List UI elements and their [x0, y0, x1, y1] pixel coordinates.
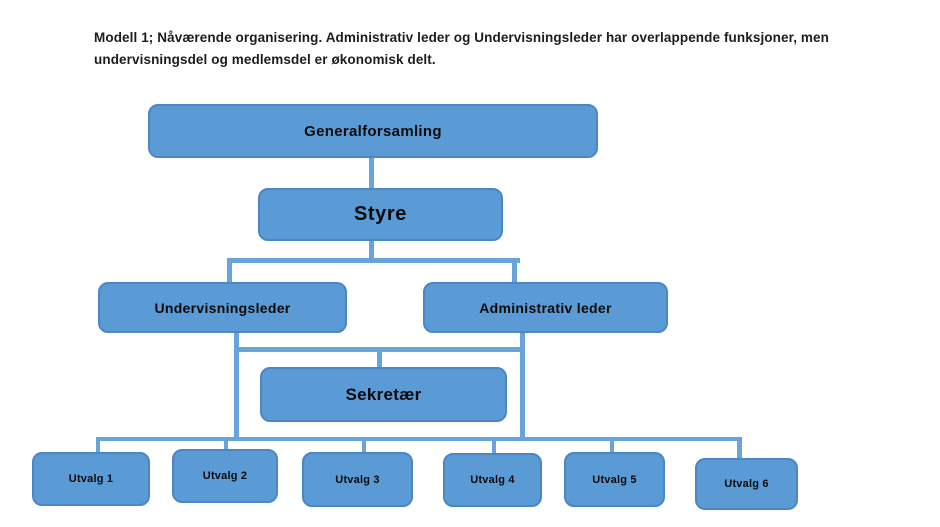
- node-utvalg-3: Utvalg 3: [302, 452, 413, 507]
- node-administrativ-leder: Administrativ leder: [423, 282, 668, 333]
- connector-drop-undervisningsleder: [227, 258, 232, 286]
- node-utvalg-1: Utvalg 1: [32, 452, 150, 506]
- connector-riser-utvalg-5: [610, 437, 614, 455]
- connector-undervisningsleder-downline: [234, 330, 239, 440]
- connector-drop-administrativ-leder: [512, 258, 517, 286]
- connector-riser-utvalg-1: [96, 437, 100, 455]
- connector-riser-utvalg-6: [737, 437, 742, 461]
- node-generalforsamling: Generalforsamling: [148, 104, 598, 158]
- node-utvalg-4: Utvalg 4: [443, 453, 542, 507]
- connector-drop-sekretaer: [377, 347, 382, 371]
- node-sekretaer: Sekretær: [260, 367, 507, 422]
- node-utvalg-6: Utvalg 6: [695, 458, 798, 510]
- caption-line-2: undervisningsdel og medlemsdel er økonom…: [94, 51, 436, 67]
- caption: Modell 1; Nåværende organisering. Admini…: [94, 27, 914, 70]
- node-utvalg-5: Utvalg 5: [564, 452, 665, 507]
- caption-line-1: Modell 1; Nåværende organisering. Admini…: [94, 30, 829, 45]
- node-utvalg-2: Utvalg 2: [172, 449, 278, 503]
- connector-utvalg-rail: [96, 437, 742, 441]
- connector-styre-branch-rail: [227, 258, 520, 263]
- connector-styre-stem: [369, 238, 374, 263]
- connector-riser-utvalg-3: [362, 437, 366, 455]
- connector-administrativ-leder-downline: [520, 330, 525, 440]
- connector-generalforsamling-styre: [369, 155, 374, 193]
- connector-riser-utvalg-4: [492, 437, 496, 455]
- node-undervisningsleder: Undervisningsleder: [98, 282, 347, 333]
- connector-riser-utvalg-2: [224, 437, 228, 452]
- node-styre: Styre: [258, 188, 503, 241]
